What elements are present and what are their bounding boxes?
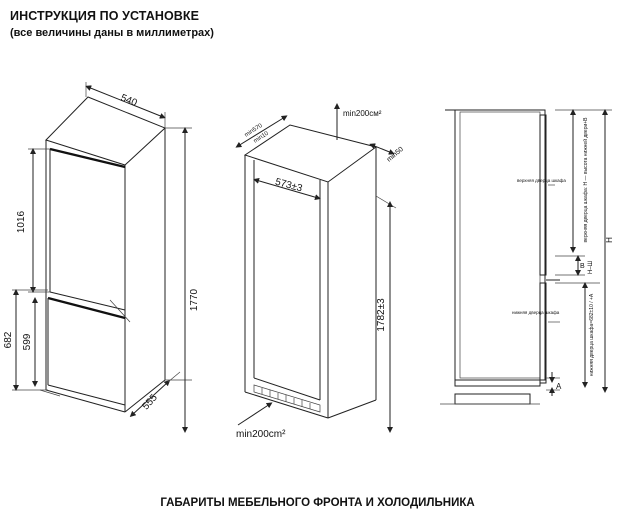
page-subtitle: (все величины даны в миллиметрах) bbox=[10, 27, 214, 39]
lower-door-top bbox=[47, 296, 126, 320]
dim-b-note: верхняя дверца шкафа: H — высота нижней … bbox=[582, 117, 589, 243]
dim-upper-door-label: 1016 bbox=[16, 210, 27, 233]
vent-grille bbox=[253, 384, 321, 413]
dim-width-line bbox=[85, 85, 166, 119]
niche-width-label: 573±3 bbox=[274, 177, 304, 195]
side-upper-door bbox=[539, 114, 547, 276]
upper-front-label: верхняя дверца шкафа bbox=[517, 178, 566, 183]
rear-gap-label: min50 bbox=[386, 146, 405, 164]
side-cabinet bbox=[454, 109, 546, 381]
air-in-label: min200cm² bbox=[236, 429, 286, 440]
page-title: ИНСТРУКЦИЯ ПО УСТАНОВКЕ bbox=[10, 9, 200, 23]
air-out-label: min200см² bbox=[343, 109, 382, 118]
dim-width-label: 540 bbox=[119, 93, 139, 110]
figure-caption: ГАБАРИТЫ МЕБЕЛЬНОГО ФРОНТА И ХОЛОДИЛЬНИК… bbox=[160, 497, 475, 509]
side-lower-door bbox=[539, 282, 547, 384]
dim-h-label: H bbox=[605, 237, 614, 243]
side-view-drawing: верхняя дверца шкафа нижняя дверца шкафа… bbox=[440, 109, 614, 405]
fridge-top bbox=[45, 96, 166, 166]
niche-height-label: 1782±3 bbox=[376, 298, 387, 332]
air-in-arrow bbox=[237, 402, 273, 426]
label-a: A bbox=[556, 382, 562, 391]
upper-door-top bbox=[49, 147, 126, 169]
fridge-drawing: 540 1016 682 599 1770 555 bbox=[3, 82, 200, 433]
dim-lower-note: нижняя дверца шкафа=682±10 / +A bbox=[589, 293, 595, 376]
niche-drawing: min570 min10 min200см² min50 573±3 1782±… bbox=[235, 103, 405, 440]
dim-lower-inner-label: 599 bbox=[22, 333, 33, 350]
lower-front-label: нижняя дверца шкафа bbox=[512, 310, 560, 315]
label-b: B bbox=[580, 263, 585, 270]
dim-lower-outer-label: 682 bbox=[3, 331, 14, 348]
label-h-minus-b: H–Ш bbox=[588, 261, 594, 274]
dim-depth-label: 555 bbox=[140, 392, 160, 412]
dim-height-label: 1770 bbox=[189, 288, 200, 311]
